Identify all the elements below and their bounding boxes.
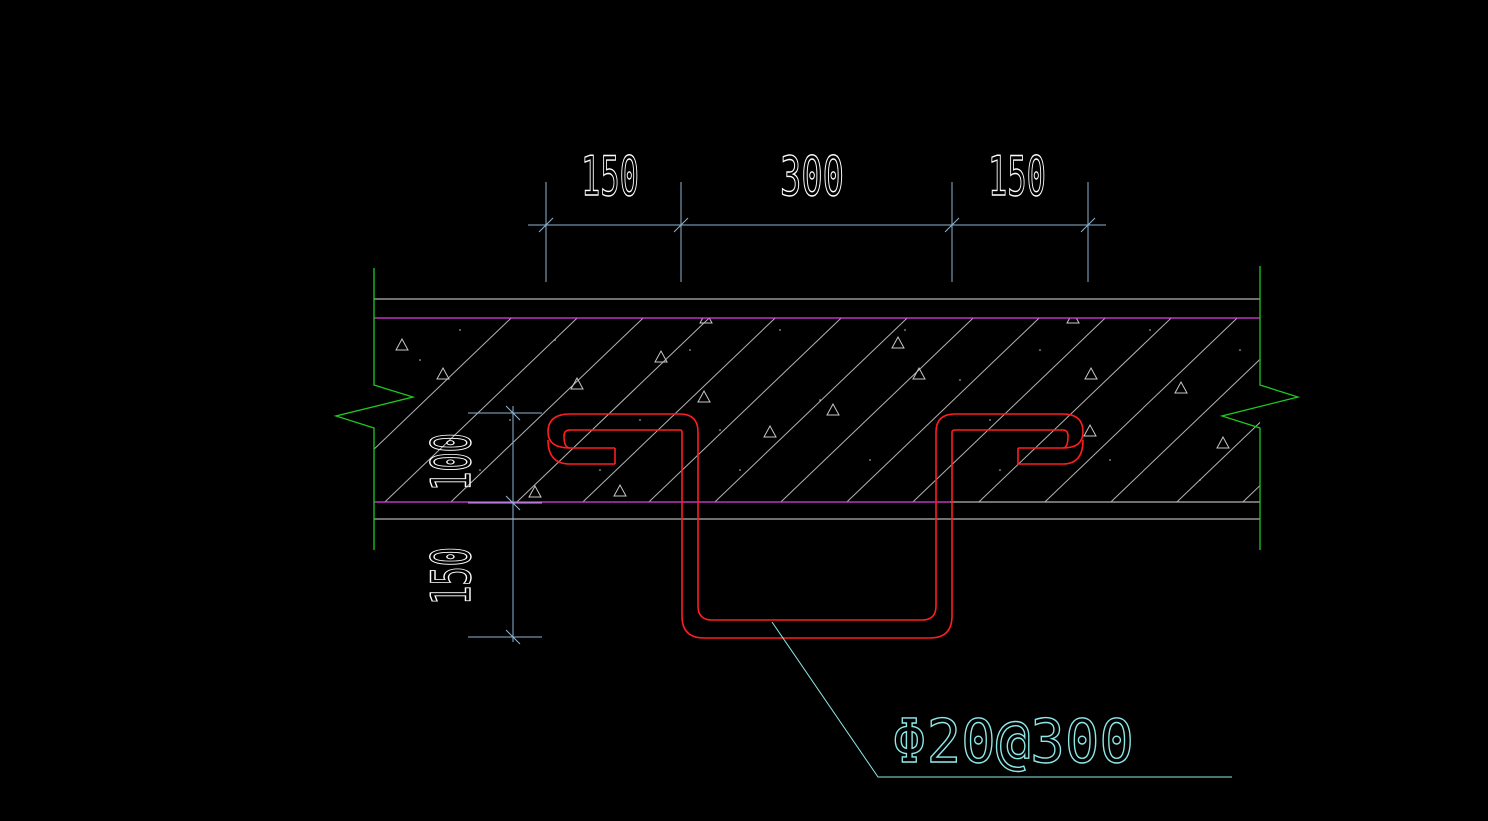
slab-outline: [374, 298, 1260, 520]
aggregate-triangle: [436, 366, 450, 380]
side-tick-3: [505, 629, 521, 645]
aggregate-dot: [739, 469, 741, 471]
hatch-line: [450, 318, 644, 502]
right-break-line: [1219, 266, 1301, 550]
rebar-leader: [771, 621, 1232, 778]
leader-line: [771, 621, 1232, 778]
hatch-line: [384, 318, 578, 502]
hatch-line: [1242, 484, 1260, 502]
left-break-line: [333, 268, 416, 550]
aggregate-dot: [509, 419, 511, 421]
aggregate-dot: [1039, 349, 1041, 351]
aggregate-triangle: [1083, 423, 1097, 437]
hatch-line: [780, 318, 974, 502]
aggregate-dot: [599, 469, 601, 471]
aggregate-triangle: [891, 335, 905, 349]
aggregate-triangle: [1066, 318, 1080, 324]
aggregate-dot: [959, 379, 961, 381]
aggregate-triangle: [699, 318, 713, 324]
aggregate-dot: [779, 329, 781, 331]
dim-text-side-lower: 150: [420, 547, 483, 605]
aggregate-dot: [819, 399, 821, 401]
hatch-line: [648, 318, 842, 502]
hatch-line: [516, 318, 710, 502]
aggregate-triangle: [570, 376, 584, 390]
aggregate-dot: [869, 459, 871, 461]
aggregate-triangle: [654, 349, 668, 363]
aggregate-dot: [1239, 349, 1241, 351]
hatch-line: [846, 318, 1040, 502]
aggregate-triangle: [826, 402, 840, 416]
dim-text-top-left: 150: [581, 145, 639, 208]
aggregate-triangle: [1174, 380, 1188, 394]
aggregate-dot: [554, 339, 556, 341]
aggregate-dot: [639, 419, 641, 421]
hatch-line: [1110, 358, 1260, 502]
top-tick-4: [1080, 217, 1096, 233]
dim-text-side-upper: 100: [420, 433, 483, 491]
top-tick-2: [673, 217, 689, 233]
aggregate-triangle: [697, 389, 711, 403]
aggregate-dot: [989, 419, 991, 421]
aggregate-dot: [419, 359, 421, 361]
break-lines: [333, 266, 1301, 550]
top-tick-3: [944, 217, 960, 233]
rebar-outer-outline: [547, 413, 1084, 621]
aggregate-triangle: [528, 484, 542, 498]
aggregate-dot: [719, 429, 721, 431]
aggregate-triangle: [1216, 435, 1230, 449]
top-dimension-chain: [528, 182, 1106, 282]
aggregate-dot: [479, 469, 481, 471]
aggregate-triangle: [912, 366, 926, 380]
hatch-line: [582, 318, 776, 502]
side-dimension-chain: [468, 405, 542, 645]
dim-text-top-middle: 300: [780, 145, 844, 208]
aggregate-triangle: [1084, 366, 1098, 380]
hatch-line: [978, 318, 1172, 502]
concrete-hatch: [374, 300, 1488, 520]
aggregate-dot: [689, 349, 691, 351]
hatch-line: [714, 318, 908, 502]
aggregate-triangle: [395, 337, 409, 351]
cover-lines: [374, 317, 1260, 503]
aggregate-marks: [395, 318, 1241, 498]
side-tick-1: [505, 405, 521, 421]
hatch-line: [1290, 300, 1488, 520]
dim-text-top-right: 150: [988, 145, 1046, 208]
aggregate-dot: [999, 469, 1001, 471]
aggregate-dot: [1149, 329, 1151, 331]
aggregate-triangle: [763, 424, 777, 438]
rebar-callout-text: Φ20@300: [892, 707, 1134, 777]
aggregate-dot: [1199, 479, 1201, 481]
aggregate-dot: [1109, 459, 1111, 461]
hatch-line: [374, 318, 512, 450]
aggregate-dot: [459, 329, 461, 331]
hatch-line: [1044, 318, 1238, 502]
top-tick-1: [538, 217, 554, 233]
side-tick-2: [505, 495, 521, 511]
rebar-inner-outline: [547, 429, 1084, 639]
rebar-shape: [547, 413, 1084, 639]
hatch-line: [912, 318, 1106, 502]
hatch-line: [1176, 421, 1260, 502]
aggregate-dot: [904, 329, 906, 331]
aggregate-triangle: [613, 483, 627, 497]
